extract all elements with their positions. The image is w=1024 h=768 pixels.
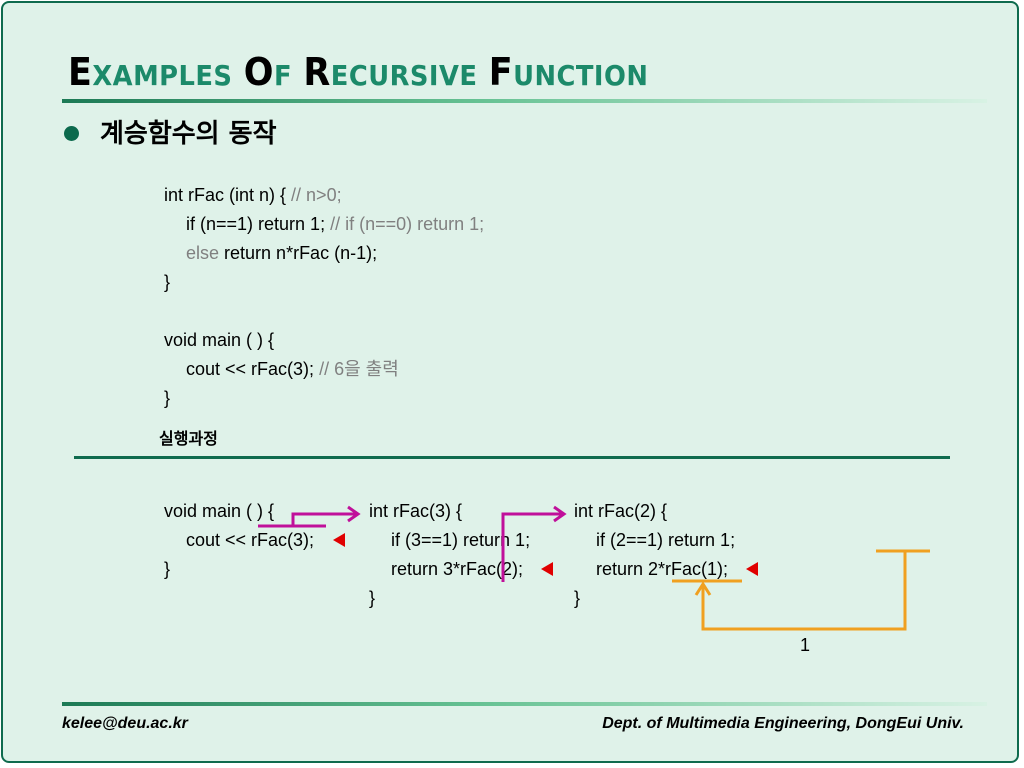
code-text: return n*rFac (n-1); [219, 243, 378, 263]
trace-line: return 2*rFac(1); [596, 559, 729, 579]
title-w4-rest: UNCTION [513, 59, 649, 92]
title-w1-cap: E [68, 50, 93, 94]
slide-title: EXAMPLES OF RECURSIVE FUNCTION [68, 48, 648, 100]
code-line: int rFac (int n) { // n>0; [164, 181, 484, 210]
footer-divider [62, 702, 987, 706]
code-comment: // 6을 출력 [319, 359, 399, 379]
code-keyword: else [186, 243, 220, 263]
trace-line: if (2==1) return 1; [596, 530, 736, 550]
trace-column-rfac2: int rFac(2) { if (2==1) return 1; return… [574, 497, 735, 613]
title-divider [62, 99, 987, 103]
title-w2-cap: O [243, 50, 274, 94]
trace-line: } [164, 559, 171, 579]
code-comment: // n>0; [291, 185, 342, 205]
trace-line: return 3*rFac(2); [391, 559, 524, 579]
return-value-label: 1 [800, 635, 811, 655]
trace-line: } [369, 588, 376, 608]
code-line: cout << rFac(3); // 6을 출력 [164, 355, 484, 384]
call-arrow-rfac3-to-rfac2 [501, 505, 567, 582]
code-text: } [164, 272, 171, 292]
trace-column-rfac3: int rFac(3) { if (3==1) return 1; return… [369, 497, 530, 613]
filled-circle-bullet-icon [64, 126, 79, 141]
title-w2-rest: F [273, 59, 293, 92]
code-text: int rFac (int n) { [164, 185, 292, 205]
execution-heading: 실행과정 [159, 429, 218, 448]
code-text: void main ( ) { [164, 330, 275, 350]
code-comment: // if (n==0) return 1; [330, 214, 485, 234]
call-arrow-main-to-rfac3 [258, 505, 361, 528]
trace-line: } [574, 588, 581, 608]
code-line: } [164, 384, 484, 413]
bullet-text: 계승함수의 동작 [100, 119, 277, 149]
title-w3-cap: R [303, 50, 331, 94]
marker-rfac3 [541, 562, 553, 576]
code-text: if (n==1) return 1; [186, 214, 331, 234]
trace-line: cout << rFac(3); [186, 530, 315, 550]
trace-line: int rFac(3) { [369, 501, 463, 521]
marker-rfac2 [746, 562, 758, 576]
trace-column-main: void main ( ) { cout << rFac(3); } [164, 497, 314, 584]
code-text: } [164, 388, 171, 408]
code-text: cout << rFac(3); [186, 359, 320, 379]
title-w4-cap: F [488, 50, 514, 94]
trace-line: if (3==1) return 1; [391, 530, 531, 550]
section-divider [74, 456, 950, 459]
trace-line: int rFac(2) { [574, 501, 668, 521]
footer-department: Dept. of Multimedia Engineering, DongEui… [602, 715, 964, 732]
title-w3-rest: ECURSIVE [330, 59, 478, 92]
code-line: void main ( ) { [164, 326, 484, 355]
return-arrow-value-one [672, 549, 930, 631]
footer-email: kelee@deu.ac.kr [62, 715, 188, 732]
marker-main [333, 533, 345, 547]
code-line: else return n*rFac (n-1); [164, 239, 484, 268]
code-line: } [164, 268, 484, 297]
code-line: if (n==1) return 1; // if (n==0) return … [164, 210, 484, 239]
title-w1-rest: XAMPLES [92, 59, 233, 92]
trace-line: void main ( ) { [164, 501, 275, 521]
code-block-definition: int rFac (int n) { // n>0; if (n==1) ret… [164, 181, 484, 413]
